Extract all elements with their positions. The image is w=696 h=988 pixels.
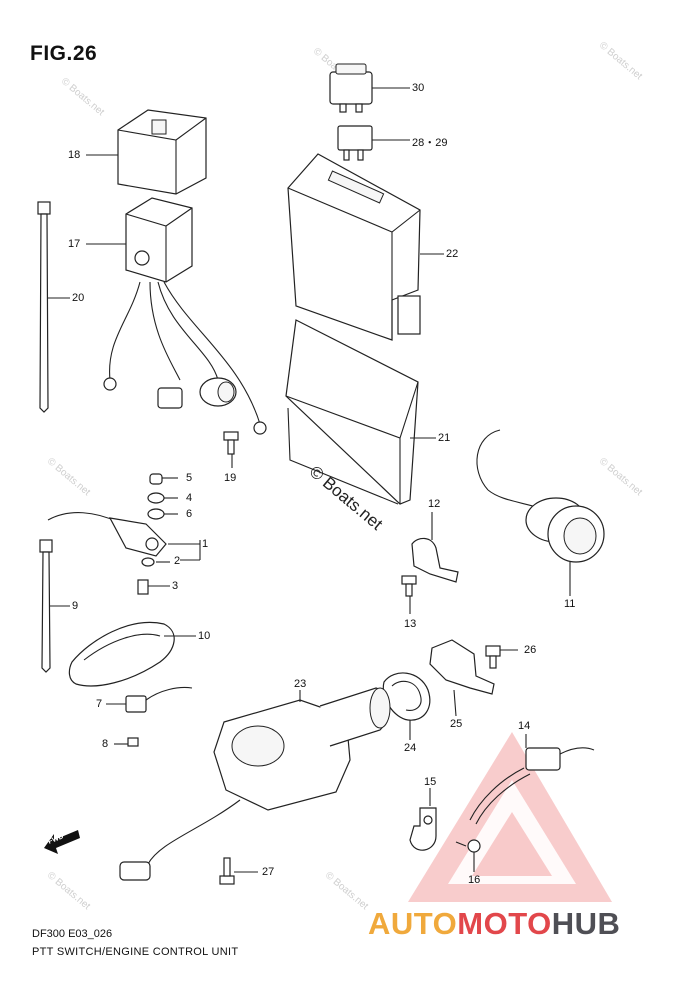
washer-4-part: [147, 492, 178, 504]
cover-18-part: [86, 109, 207, 195]
brand-logo-triangle: [408, 732, 612, 902]
callout-1: 1: [202, 538, 209, 550]
figure-title: FIG.26: [30, 42, 98, 65]
callout-5: 5: [186, 472, 193, 484]
callout-16: 16: [468, 874, 481, 886]
clamp-15-part: [409, 788, 437, 851]
cover-10-part: [68, 621, 196, 687]
screw-8-part: [114, 737, 139, 747]
sensor-1-2-part: [47, 512, 201, 567]
callout-22: 22: [446, 248, 459, 260]
brand-part-hub: HUB: [551, 906, 621, 941]
callout-7: 7: [96, 698, 103, 710]
relay-30-part: [329, 63, 410, 113]
callout-6: 6: [186, 508, 193, 520]
callout-12: 12: [428, 498, 441, 510]
cable-tie-9-part: [39, 539, 70, 673]
bolt-13-part: [401, 575, 417, 614]
cable-tie-20-part: [37, 201, 70, 413]
ptt-motor-23-part: [119, 687, 391, 881]
callout-18: 18: [68, 149, 81, 161]
callout-24: 24: [404, 742, 417, 754]
switch-7-part: [106, 686, 193, 713]
callout-19: 19: [224, 472, 237, 484]
brand-wordmark: AUTOMOTOHUB: [368, 906, 620, 942]
callout-20: 20: [72, 292, 85, 304]
control-unit-17-part: [86, 197, 267, 435]
callout-14: 14: [518, 720, 531, 732]
callout-25: 25: [450, 718, 463, 730]
callout-13: 13: [404, 618, 417, 630]
callout-21: 21: [438, 432, 451, 444]
clip-3-part: [137, 579, 170, 595]
forward-arrow-icon: [44, 830, 80, 854]
callout-3: 3: [172, 580, 179, 592]
screw-16-part: [455, 839, 481, 872]
callout-26: 26: [524, 644, 537, 656]
brand-part-auto: AUTO: [368, 906, 458, 941]
bolt-26-part: [485, 645, 518, 669]
callout-30: 30: [412, 82, 425, 94]
callout-2: 2: [174, 555, 181, 567]
ecu-bracket-22-part: [287, 153, 444, 341]
bolt-27-part: [219, 857, 258, 885]
bolt-19-part: [223, 431, 239, 468]
bracket-25-part: [429, 639, 495, 717]
callout-15: 15: [424, 776, 437, 788]
figure-code: DF300 E03_026: [32, 928, 113, 940]
figure-name: PTT SWITCH/ENGINE CONTROL UNIT: [32, 946, 239, 958]
callout-23: 23: [294, 678, 307, 690]
callout-8: 8: [102, 738, 109, 750]
callout-17: 17: [68, 238, 81, 250]
callout-9: 9: [72, 600, 79, 612]
brand-part-moto: MOTO: [457, 906, 552, 941]
washer-6-part: [147, 508, 178, 520]
callout-10: 10: [198, 630, 211, 642]
ecu-21-part: [285, 319, 436, 505]
callout-11: 11: [564, 598, 576, 610]
relay-28-29-part: [337, 125, 410, 161]
callout-4: 4: [186, 492, 193, 504]
screw-5-part: [149, 473, 178, 485]
clamp-12-part: [411, 512, 459, 583]
ptt-switch-11-part: [476, 429, 605, 596]
callout-27: 27: [262, 866, 275, 878]
callout-28-29: 28・29: [412, 137, 448, 149]
harness-14-part: [469, 734, 595, 825]
